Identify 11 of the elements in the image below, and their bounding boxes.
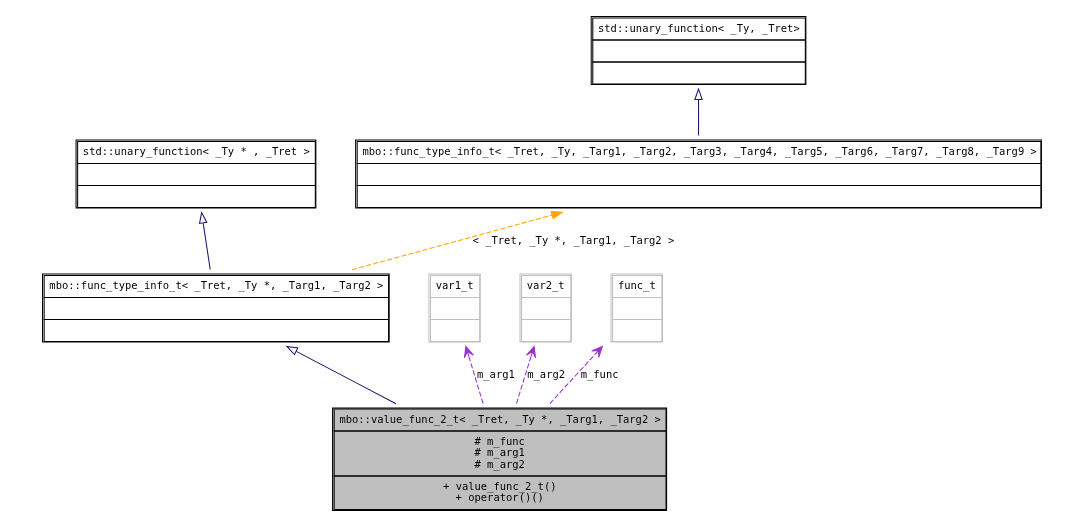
arrow bbox=[284, 345, 396, 405]
edge-label: m_func bbox=[580, 367, 618, 380]
edge-label: < _Tret, _Ty *, _Targ1, _Targ2 > bbox=[472, 233, 674, 246]
arrow bbox=[350, 210, 564, 271]
arrow bbox=[463, 346, 484, 405]
arrow bbox=[548, 346, 603, 405]
edge-label: m_arg2 bbox=[526, 367, 565, 380]
edge-label: m_arg1 bbox=[476, 367, 515, 380]
arrow bbox=[515, 346, 536, 405]
arrow bbox=[198, 211, 211, 271]
arrow bbox=[693, 87, 703, 137]
